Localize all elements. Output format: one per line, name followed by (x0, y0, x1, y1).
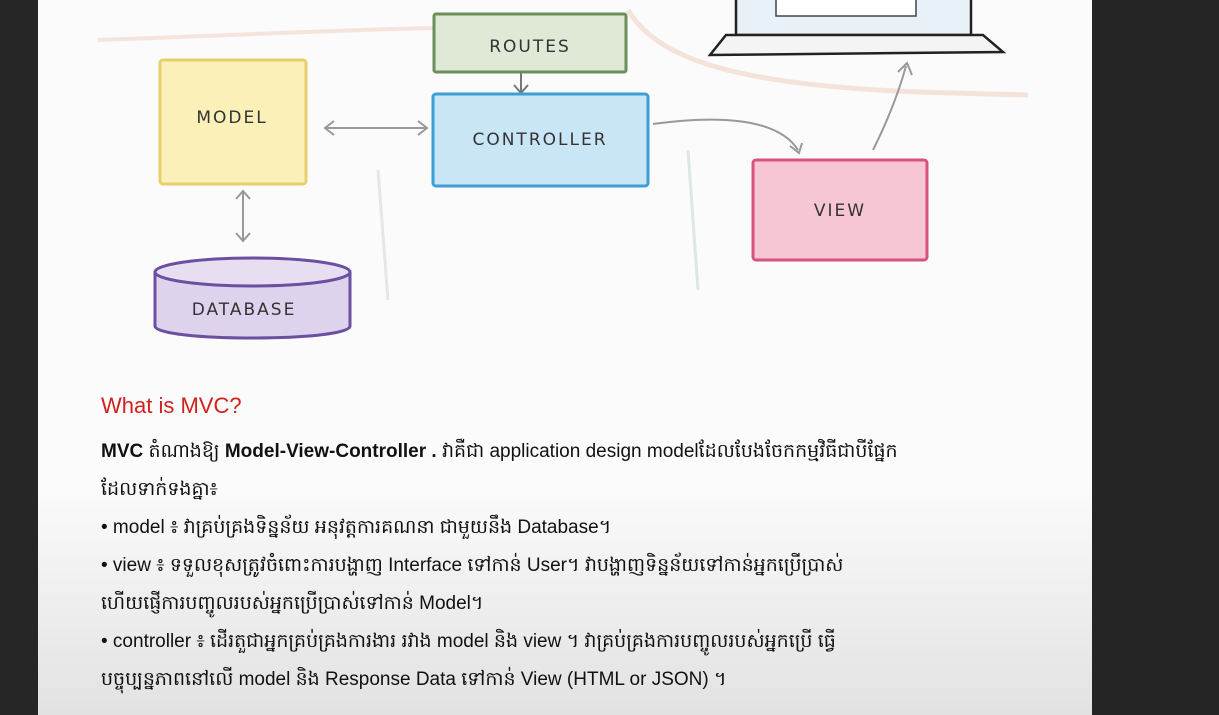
background-stroke (376, 169, 390, 301)
slide-page: ROUTES MODEL CONTROLLER VIEW (38, 0, 1092, 715)
bullet-controller-line-1: • controller ៖ ដើរតួជាអ្នកគ្រប់គ្រងការងា… (101, 631, 836, 652)
left-dark-margin (0, 0, 38, 715)
database-label: DATABASE (192, 300, 297, 320)
model-label: MODEL (196, 108, 267, 128)
section-heading: What is MVC? (101, 393, 242, 418)
mvc-diagram: ROUTES MODEL CONTROLLER VIEW (97, 0, 1029, 340)
intro-bold-mvc-full: Model-View-Controller . (224, 441, 437, 462)
arrow-controller-view (652, 118, 803, 155)
model-box: MODEL (158, 58, 308, 186)
laptop-icon (707, 0, 1007, 57)
routes-label: ROUTES (489, 37, 571, 57)
arrow-routes-controller (513, 72, 529, 95)
mvc-description: What is MVC? MVC តំណាងឱ្យ Model-View-Con… (101, 393, 1081, 699)
bullet-view-line-2: ហើយផ្ញើការបញ្ចូលរបស់អ្នកប្រើប្រាស់ទៅកាន់… (101, 593, 484, 614)
background-stroke (97, 26, 434, 42)
background-stroke (625, 8, 1029, 98)
database-cylinder: DATABASE (153, 256, 352, 340)
bullet-model: • model ៖ វាគ្រប់គ្រងទិន្នន័យ អនុវត្តការ… (101, 517, 612, 538)
view-box: VIEW (751, 158, 929, 262)
right-dark-margin (1092, 0, 1219, 715)
bullet-view-line-1: • view ៖ ទទួលខុសត្រូវចំពោះការបង្ហាញ Inte… (101, 555, 844, 576)
bullet-controller-line-2: បច្ចុប្បន្នភាពនៅលើ model និង Response Da… (101, 669, 727, 690)
arrow-model-database (235, 189, 251, 243)
arrow-model-controller (323, 120, 429, 136)
arrow-view-laptop (872, 61, 913, 151)
controller-box: CONTROLLER (431, 92, 650, 188)
background-stroke (686, 149, 700, 291)
intro-line-1: MVC តំណាងឱ្យ Model-View-Controller . វាគ… (101, 433, 1081, 471)
intro-bold-mvc: MVC (101, 441, 144, 462)
intro-line-2: ដែលទាក់ទងគ្នា៖ (101, 479, 218, 500)
view-label: VIEW (814, 201, 866, 221)
controller-label: CONTROLLER (472, 130, 607, 150)
routes-box: ROUTES (432, 12, 628, 74)
intro-text-2: វាគឺជា application design modelដែលបែងចែក… (436, 441, 898, 462)
intro-text-1: តំណាងឱ្យ (143, 441, 225, 462)
